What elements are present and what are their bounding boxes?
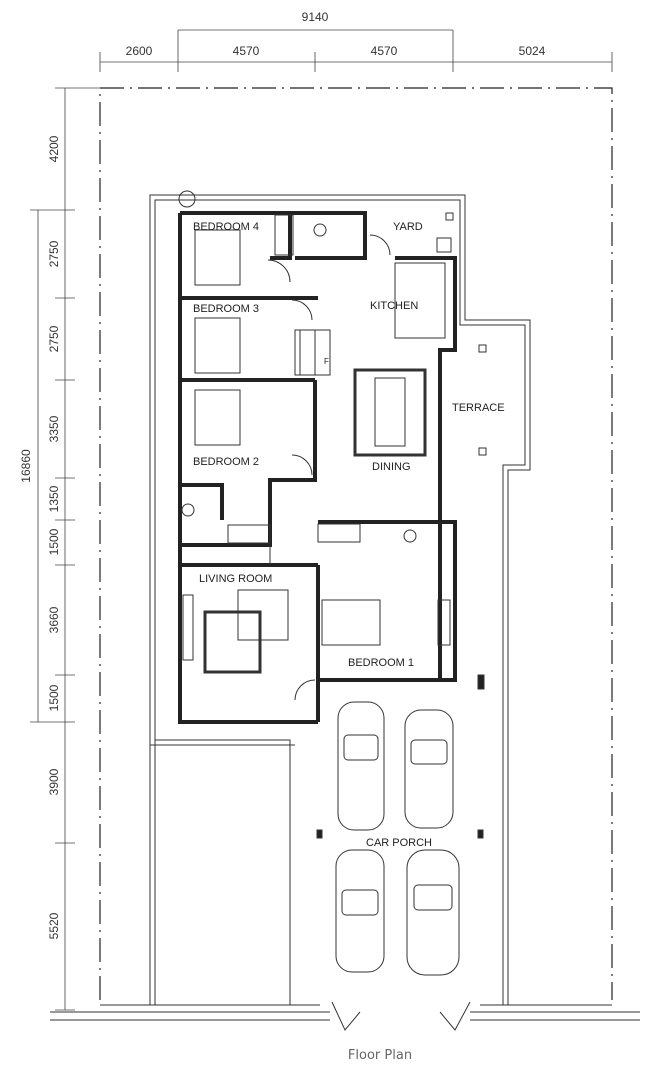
furniture bbox=[178, 190, 487, 839]
room-label-kitchen: KITCHEN bbox=[370, 300, 418, 312]
dim-left-1: 4200 bbox=[47, 135, 61, 162]
room-label-living-room: LIVING ROOM bbox=[199, 573, 272, 585]
dim-left-overall: 16860 bbox=[19, 449, 33, 483]
dim-left-10: 5520 bbox=[47, 912, 61, 939]
dim-top-1: 2600 bbox=[126, 44, 153, 58]
dim-left-7: 3660 bbox=[47, 606, 61, 633]
dim-left-6: 1500 bbox=[47, 528, 61, 555]
room-label-car-porch: CAR PORCH bbox=[366, 837, 432, 849]
cars bbox=[335, 701, 460, 976]
room-label-yard: YARD bbox=[393, 221, 423, 233]
room-label-bedroom-2: BEDROOM 2 bbox=[193, 456, 259, 468]
dim-left-4: 3350 bbox=[47, 415, 61, 442]
dim-left-9: 3900 bbox=[47, 768, 61, 795]
walls bbox=[178, 211, 457, 724]
room-label-terrace: TERRACE bbox=[452, 402, 505, 414]
room-label-bedroom-4: BEDROOM 4 bbox=[193, 221, 259, 233]
doors bbox=[267, 234, 471, 1031]
apron-outline bbox=[149, 194, 531, 1005]
dim-top-2: 4570 bbox=[233, 44, 260, 58]
dim-left-3: 2750 bbox=[47, 325, 61, 352]
left-dimensions: 4200 2750 2750 3350 1350 1500 3660 1500 … bbox=[19, 87, 100, 1011]
dim-left-2: 2750 bbox=[47, 240, 61, 267]
room-label-bedroom-1: BEDROOM 1 bbox=[348, 657, 414, 669]
plot-boundary bbox=[50, 87, 640, 1021]
dim-9140: 9140 bbox=[302, 10, 329, 24]
room-label-bedroom-3: BEDROOM 3 bbox=[193, 303, 259, 315]
caption: Floor Plan bbox=[348, 1048, 412, 1063]
fridge-label: F bbox=[324, 357, 329, 366]
dim-top-4: 5024 bbox=[519, 44, 546, 58]
dim-left-5: 1350 bbox=[47, 485, 61, 512]
room-label-dining: DINING bbox=[372, 461, 411, 473]
dim-top-3: 4570 bbox=[371, 44, 398, 58]
dim-left-8: 1500 bbox=[47, 684, 61, 711]
top-dimensions: 9140 2600 4570 4570 5024 bbox=[99, 10, 613, 72]
